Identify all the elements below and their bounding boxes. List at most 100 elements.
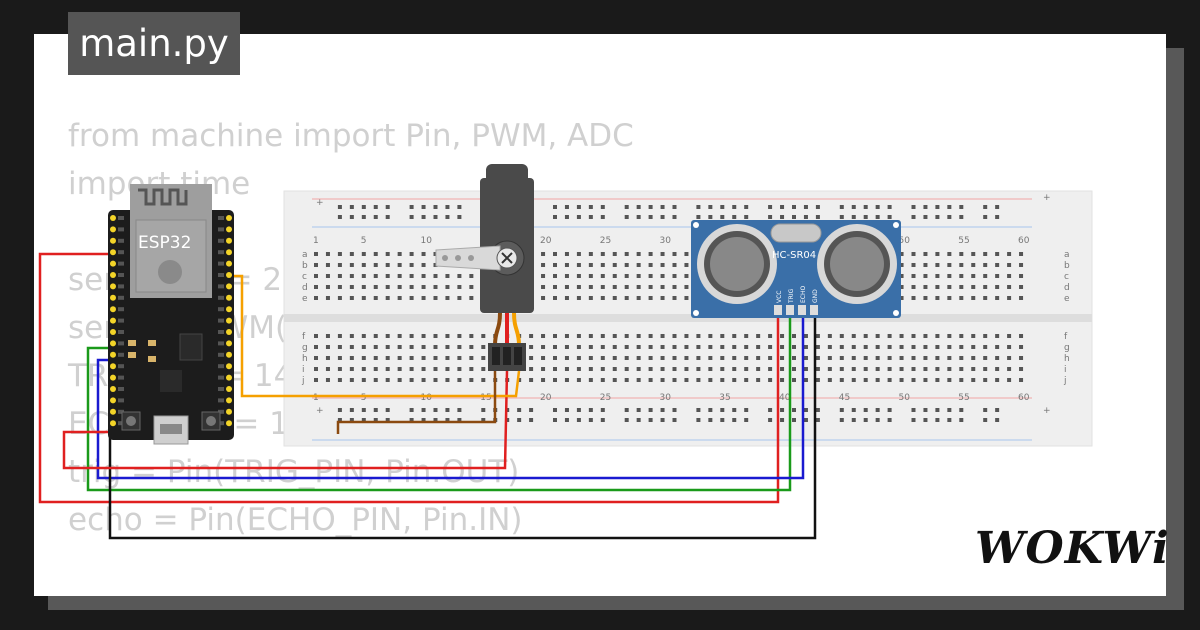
breadboard-rail-hole [349,205,354,209]
breadboard-hole [911,296,916,300]
breadboard-rail-hole [624,418,629,422]
breadboard-hole [792,334,796,338]
servo-motor[interactable] [435,164,534,371]
breadboard-rail-hole [708,418,713,422]
breadboard-hole [1007,378,1012,382]
breadboard-hole [337,274,342,278]
breadboard-rail-hole [409,408,414,412]
breadboard-hole [600,263,605,267]
breadboard-hole [995,356,1000,360]
breadboard-rail-hole [803,418,808,422]
breadboard-hole [564,252,569,256]
breadboard-hole [553,334,557,338]
breadboard-hole [780,334,785,338]
breadboard-hole [971,263,976,267]
breadboard-hole [421,367,426,371]
esp32-pin-label-mark [218,284,224,289]
breadboard-rail-hole [959,418,964,422]
breadboard-hole [481,334,486,338]
file-tab[interactable]: main.py [68,12,240,75]
wire-brown-gnd [336,371,497,434]
breadboard-hole [457,285,462,289]
breadboard-rail-hole [349,408,354,412]
breadboard-holes [314,205,1024,422]
breadboard-rail-hole [863,418,868,422]
breadboard-hole [684,263,689,267]
breadboard-rail-hole [947,215,952,219]
breadboard-hole [983,274,988,278]
wire-orange-signal [232,274,521,398]
breadboard-hole [660,263,665,267]
wire-black-gnd [108,318,817,540]
breadboard-hole [684,367,689,371]
breadboard-hole [744,378,749,382]
esp32-board[interactable]: ESP32 [108,184,234,445]
breadboard-hole [576,274,581,278]
breadboard-hole [409,367,414,371]
breadboard-hole [576,345,581,349]
esp32-pin-label-mark [218,375,224,380]
breadboard-hole [624,367,629,371]
column-number: 50 [899,393,911,403]
breadboard-hole [314,274,318,278]
breadboard-hole [373,367,378,371]
breadboard-hole [361,378,366,382]
breadboard-rail-hole [457,205,462,209]
breadboard-hole [648,345,653,349]
row-letter: e [1064,294,1070,304]
breadboard-rail-hole [433,418,438,422]
breadboard-hole [851,334,856,338]
wires [38,252,817,540]
breadboard-hole [911,263,916,267]
breadboard-hole [624,378,629,382]
breadboard-hole [1019,345,1024,349]
breadboard-hole [660,345,665,349]
breadboard-hole [325,263,330,267]
breadboard-hole [935,345,940,349]
esp32-pin [226,249,232,256]
column-number: 10 [421,236,433,246]
breadboard-hole [899,274,904,278]
sensor-pin-label: GND [812,289,819,303]
breadboard-hole [923,345,928,349]
breadboard-rail-hole [421,418,426,422]
breadboard-hole [373,263,378,267]
breadboard-hole [445,334,450,338]
breadboard-hole [409,296,414,300]
breadboard-hole [720,356,725,360]
breadboard-hole [839,378,844,382]
breadboard-hole [983,263,988,267]
esp32-label: ESP32 [138,233,191,253]
breadboard-hole [349,356,354,360]
breadboard-hole [624,345,629,349]
breadboard-hole [457,296,462,300]
breadboard-rail-hole [851,418,856,422]
esp32-pin [226,237,232,244]
breadboard-hole [923,263,928,267]
breadboard-rail-hole [576,205,581,209]
column-number: 45 [839,393,850,403]
breadboard-hole [995,345,1000,349]
breadboard-rail-hole [672,205,677,209]
breadboard-hole [457,356,462,360]
breadboard-hole [612,285,617,289]
breadboard-hole [839,356,844,360]
breadboard-hole [803,356,808,360]
breadboard-hole [744,367,749,371]
breadboard-hole [529,345,534,349]
breadboard-hole [744,334,749,338]
breadboard-hole [672,285,677,289]
breadboard-hole [325,252,330,256]
breadboard: + + + + 11551010151520202525303035354040… [283,190,1093,447]
breadboard-hole [1007,356,1012,360]
breadboard-rail-hole [732,418,737,422]
breadboard-hole [923,296,928,300]
breadboard-hole [612,252,617,256]
breadboard-hole [720,334,725,338]
breadboard-rail-hole [445,418,450,422]
breadboard-rail-hole [600,418,605,422]
breadboard-hole [648,285,653,289]
esp32-pin-label-mark [118,227,124,232]
breadboard-hole [541,367,546,371]
